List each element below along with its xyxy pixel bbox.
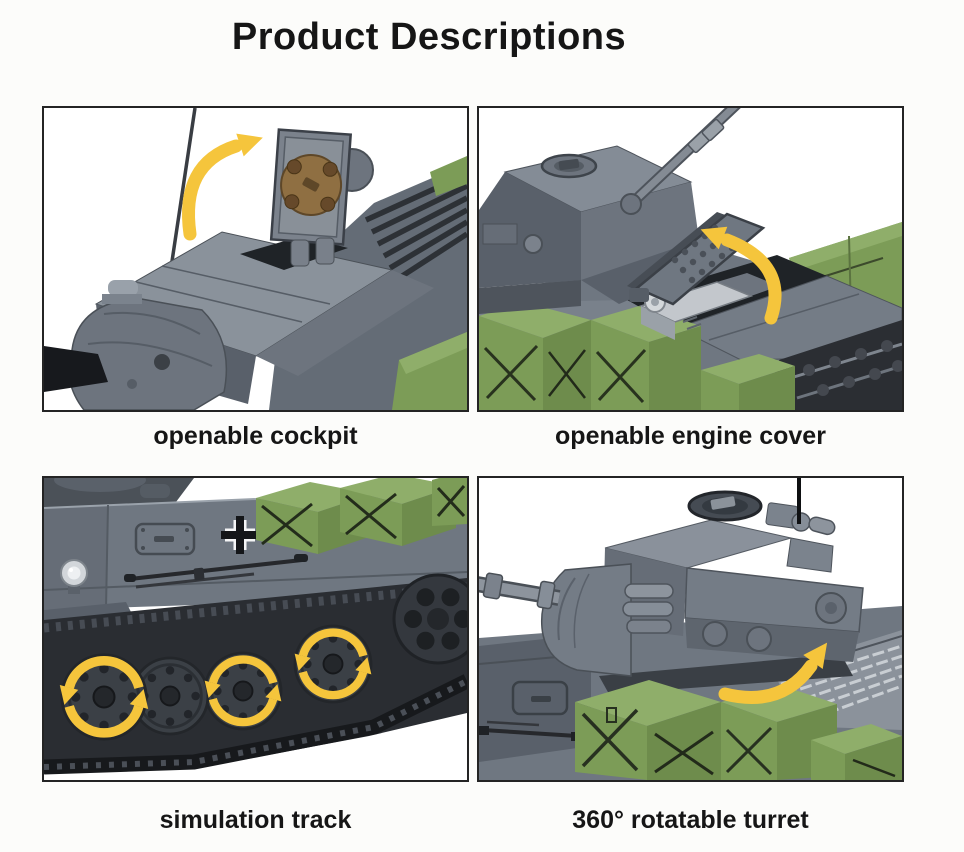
curved-arrow-icon bbox=[718, 642, 828, 704]
turret-ring-shadow bbox=[599, 654, 853, 694]
german-cross-insignia bbox=[221, 516, 259, 554]
green-crates bbox=[256, 478, 467, 554]
headlight bbox=[60, 559, 88, 594]
feature-panel-openable-cockpit bbox=[42, 106, 469, 412]
tool-rod bbox=[124, 554, 308, 589]
feature-panel-openable-engine-cover bbox=[477, 106, 904, 412]
openable-engine-cover-photo bbox=[479, 108, 902, 410]
caption-rotatable-turret: 360° rotatable turret bbox=[572, 806, 809, 834]
gun-barrel bbox=[620, 108, 741, 215]
engine-block bbox=[638, 273, 779, 340]
simulation-track-photo bbox=[44, 478, 467, 775]
turret-hatch bbox=[687, 490, 836, 536]
curved-arrow-icon bbox=[182, 133, 263, 241]
feature-panel-rotatable-turret bbox=[477, 476, 904, 782]
curved-arrow-icon bbox=[700, 226, 782, 325]
caption-openable-engine-cover: openable engine cover bbox=[555, 422, 826, 450]
page-title: Product Descriptions bbox=[231, 16, 627, 58]
smoke-launcher-cylinders bbox=[622, 583, 674, 634]
turret-bottom bbox=[44, 478, 194, 512]
feature-panel-simulation-track bbox=[42, 476, 469, 782]
hull-front bbox=[44, 280, 228, 410]
open-hatch bbox=[269, 128, 374, 267]
green-crates bbox=[479, 302, 795, 410]
rotatable-turret-photo bbox=[479, 478, 902, 780]
track-assembly bbox=[44, 573, 467, 775]
gun-mantlet bbox=[540, 563, 632, 677]
antenna bbox=[797, 478, 801, 524]
caption-openable-cockpit: openable cockpit bbox=[153, 422, 358, 450]
openable-cockpit-photo bbox=[44, 108, 467, 410]
caption-simulation-track: simulation track bbox=[159, 806, 352, 834]
track-section bbox=[765, 320, 902, 410]
gun-barrel bbox=[479, 572, 561, 610]
